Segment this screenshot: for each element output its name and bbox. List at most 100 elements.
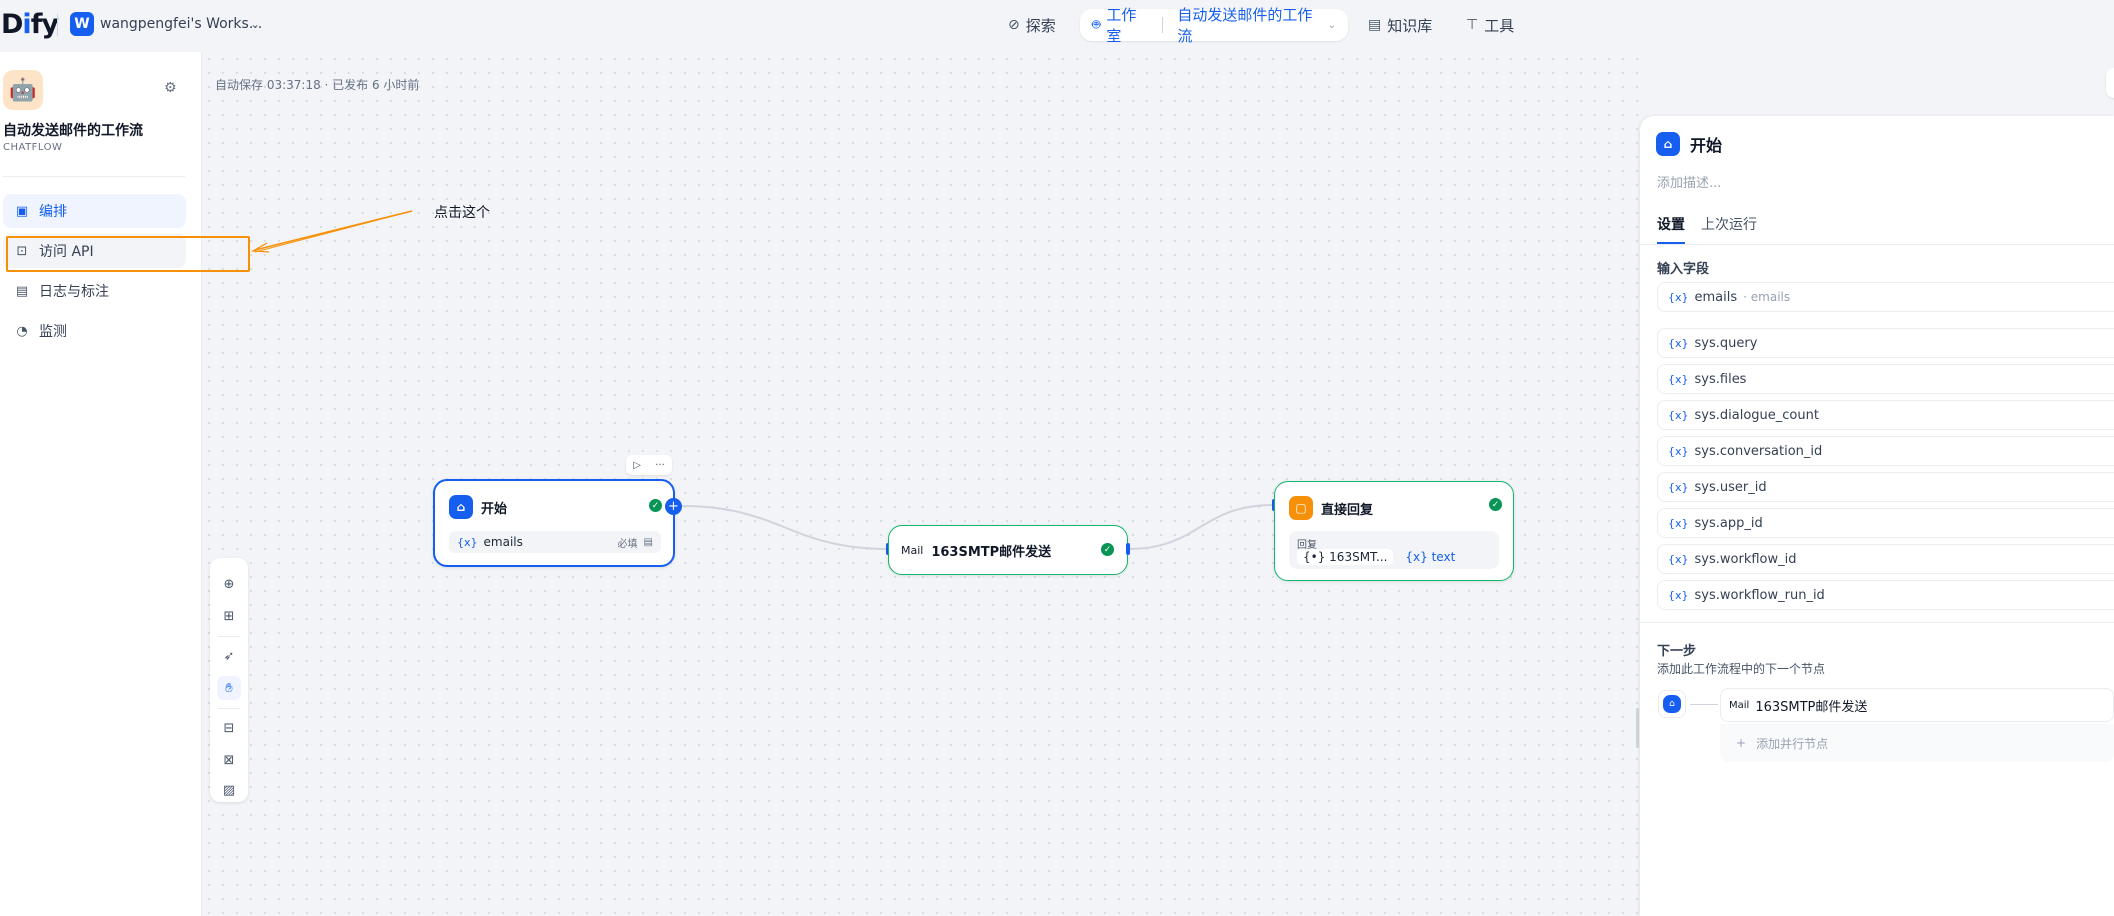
divider bbox=[218, 636, 240, 637]
panel-title[interactable]: 开始 bbox=[1690, 136, 1723, 155]
panel-tabs: 设置 上次运行 bbox=[1657, 214, 1757, 244]
description-input[interactable]: 添加描述... bbox=[1657, 176, 1722, 191]
nav-knowledge-label: 知识库 bbox=[1387, 16, 1433, 35]
nav-explore[interactable]: ⊘ 探索 bbox=[1008, 9, 1056, 41]
export-image-icon[interactable]: ⊟ bbox=[223, 720, 235, 736]
nav-knowledge[interactable]: ▤ 知识库 bbox=[1368, 9, 1432, 41]
terminal-icon: ⊡ bbox=[16, 243, 28, 259]
nav-tools[interactable]: ⊤ 工具 bbox=[1466, 9, 1514, 41]
add-node-icon[interactable]: ⊕ bbox=[223, 576, 235, 592]
current-app-selector[interactable]: 自动发送邮件的工作流 bbox=[1177, 6, 1313, 45]
tab-settings[interactable]: 设置 bbox=[1657, 214, 1685, 244]
sidebar-item-logs[interactable]: ▤ 日志与标注 bbox=[3, 274, 186, 308]
sidebar-item-label: 日志与标注 bbox=[39, 284, 109, 300]
divider bbox=[218, 708, 240, 709]
required-badge: 必填 bbox=[617, 538, 638, 550]
add-parallel-node-button[interactable]: + 添加并行节点 bbox=[1720, 724, 2114, 762]
divider bbox=[1640, 622, 2114, 623]
sys-field: {x}sys.files bbox=[1657, 364, 2114, 394]
mail-icon: Mail bbox=[901, 544, 924, 557]
node-163smtp-mail[interactable]: Mail 163SMTP邮件发送 ✓ bbox=[888, 525, 1128, 575]
next-node-card[interactable]: Mail 163SMTP邮件发送 bbox=[1720, 688, 2114, 722]
node-start[interactable]: ⌂ 开始 ✓ {x} emails 必填 ▤ bbox=[433, 479, 675, 567]
node-title: 直接回复 bbox=[1321, 502, 1374, 518]
variable-icon: {x} bbox=[1668, 372, 1689, 386]
plus-icon: + bbox=[1736, 736, 1747, 750]
variable-icon: {x} bbox=[1668, 336, 1689, 350]
mail-icon: Mail bbox=[1729, 699, 1750, 711]
sidebar-item-orchestrate[interactable]: ▣ 编排 bbox=[3, 194, 186, 228]
play-icon[interactable]: ▷ bbox=[633, 459, 641, 471]
chevron-down-icon[interactable]: ⌄ bbox=[250, 17, 261, 31]
field-label: · emails bbox=[1743, 290, 1791, 304]
current-node-icon: ⌂ bbox=[1658, 690, 1686, 718]
home-icon: ⌂ bbox=[449, 495, 473, 519]
nav-explore-label: 探索 bbox=[1025, 16, 1056, 35]
minimap-icon[interactable]: ▨ bbox=[222, 782, 236, 798]
compass-icon: ⊘ bbox=[1008, 17, 1020, 33]
node-settings-panel: ⌂ 开始 添加描述... 设置 上次运行 输入字段 {x} emails · e… bbox=[1640, 116, 2114, 916]
reply-icon: ▢ bbox=[1289, 496, 1313, 520]
success-check-icon: ✓ bbox=[1489, 498, 1502, 511]
settings-sliders-icon[interactable]: ⚙ bbox=[164, 80, 177, 96]
input-field-emails[interactable]: {x} emails · emails bbox=[1657, 282, 2114, 312]
node-direct-reply[interactable]: ▢ 直接回复 ✓ 回复 {•} 163SMT... {x} text bbox=[1274, 481, 1514, 581]
divider bbox=[57, 14, 58, 36]
tab-last-run[interactable]: 上次运行 bbox=[1701, 217, 1757, 233]
sys-field: {x}sys.workflow_run_id bbox=[1657, 580, 2114, 610]
organize-blocks-icon[interactable]: ⊠ bbox=[223, 752, 235, 768]
left-sidebar: 🤖 ⚙ 自动发送邮件的工作流 CHATFLOW ▣ 编排 ⊡ 访问 API ▤ … bbox=[0, 52, 202, 916]
sidebar-item-api-access[interactable]: ⊡ 访问 API bbox=[3, 234, 186, 268]
hammer-icon: ⊤ bbox=[1466, 17, 1479, 33]
sidebar-item-monitor[interactable]: ◔ 监测 bbox=[3, 314, 186, 348]
variable-icon: {x} bbox=[1668, 408, 1689, 422]
divider bbox=[1162, 17, 1164, 33]
workspace-name[interactable]: wangpengfei's Works... bbox=[100, 16, 263, 32]
app-icon: 🤖 bbox=[3, 70, 43, 110]
output-handle[interactable] bbox=[1126, 543, 1130, 555]
success-check-icon: ✓ bbox=[649, 499, 662, 512]
node-toolbar: ▷ ··· bbox=[626, 455, 672, 475]
node-header: ⌂ 开始 bbox=[449, 495, 507, 519]
divider bbox=[3, 176, 185, 177]
add-note-icon[interactable]: ⊞ bbox=[223, 608, 235, 624]
layout-icon: ▣ bbox=[15, 203, 29, 219]
start-variable-row: {x} emails 必填 ▤ bbox=[449, 531, 661, 553]
panel-header: ⌂ 开始 bbox=[1656, 132, 1722, 156]
workspace-avatar[interactable]: W bbox=[70, 12, 94, 36]
add-node-handle[interactable]: + bbox=[665, 498, 682, 515]
sidebar-item-label: 访问 API bbox=[39, 244, 94, 260]
top-right-button[interactable] bbox=[2106, 68, 2114, 98]
pointer-icon[interactable]: ➶ bbox=[223, 648, 235, 664]
app-type: CHATFLOW bbox=[3, 142, 63, 153]
annotation-arrow bbox=[250, 210, 413, 253]
robot-icon: 🤖︎ bbox=[1092, 17, 1101, 33]
sys-field: {x}sys.app_id bbox=[1657, 508, 2114, 538]
nav-studio[interactable]: 🤖︎ 工作室 自动发送邮件的工作流 ⌄ bbox=[1080, 6, 1348, 45]
reply-content: 回复 {•} 163SMT... {x} text bbox=[1289, 531, 1499, 569]
more-icon[interactable]: ··· bbox=[655, 459, 665, 471]
variable-icon: {x} bbox=[1668, 444, 1689, 458]
annotation-highlight-box bbox=[6, 236, 250, 272]
hand-icon[interactable]: ✋︎ bbox=[217, 676, 241, 700]
autosave-status: 自动保存 03:37:18 · 已发布 6 小时前 bbox=[215, 78, 420, 92]
home-icon: ⌂ bbox=[1663, 695, 1681, 713]
panel-resize-handle[interactable] bbox=[1636, 708, 1639, 748]
next-step-subtitle: 添加此工作流程中的下一个节点 bbox=[1657, 662, 1826, 676]
edge-start-to-mail bbox=[681, 505, 889, 550]
dify-logo[interactable]: Dify bbox=[1, 9, 59, 40]
success-check-icon: ✓ bbox=[1101, 543, 1114, 556]
variable-icon: {x} bbox=[1668, 480, 1689, 494]
book-icon: ▤ bbox=[1368, 17, 1382, 33]
next-node-title: 163SMTP邮件发送 bbox=[1755, 699, 1868, 715]
divider bbox=[1640, 244, 2114, 245]
input-fields-title: 输入字段 bbox=[1657, 262, 1710, 277]
reply-var-chip: {x} text bbox=[1405, 550, 1456, 564]
sys-field: {x}sys.query bbox=[1657, 328, 2114, 358]
variable-name: emails bbox=[483, 535, 523, 549]
connector-line bbox=[1690, 704, 1718, 705]
chevron-down-icon[interactable]: ⌄ bbox=[1327, 19, 1336, 31]
variable-icon: {x} bbox=[1668, 588, 1689, 602]
sys-field: {x}sys.workflow_id bbox=[1657, 544, 2114, 574]
